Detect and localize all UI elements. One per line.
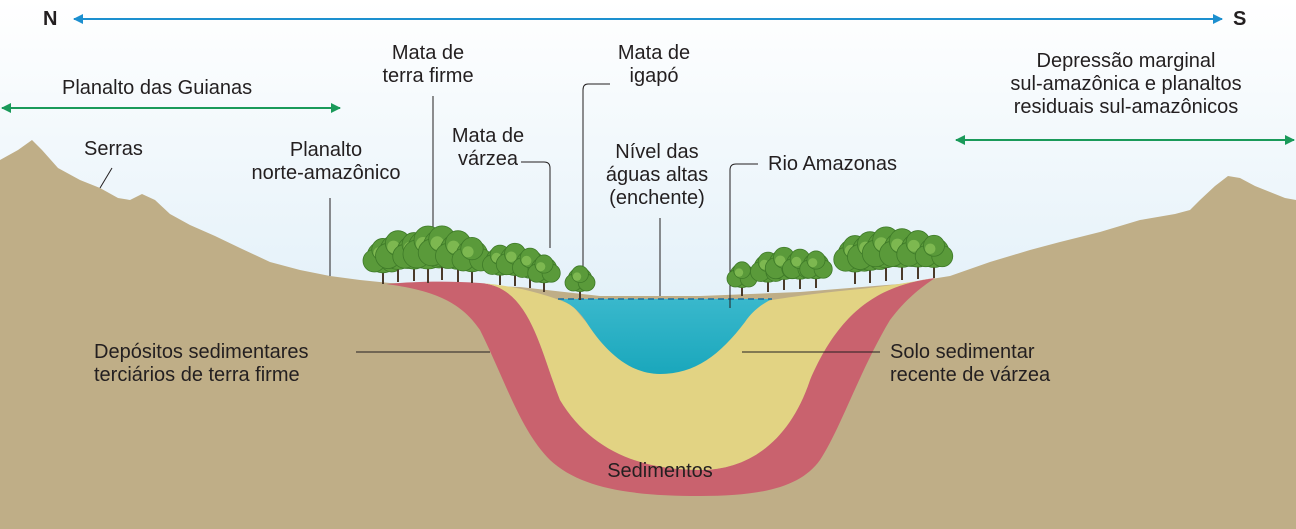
mata-igapo-leader <box>582 83 610 268</box>
mata-varzea-leader <box>521 161 551 248</box>
tertiary-deposits-layer <box>386 278 935 496</box>
mata-terra-firme-label: Mata de terra firme <box>382 42 474 87</box>
depositos-label: Depósitos sedimentares terciários de ter… <box>94 341 309 386</box>
solo-label: Solo sedimentar recente de várzea <box>890 341 1051 386</box>
mata-igapo-label: Mata de igapó <box>617 42 691 87</box>
planalto-norte-label: Planalto norte-amazônico <box>251 139 401 184</box>
serras-leader <box>99 167 113 189</box>
depressao-label: Depressão marginal sul-amazônica e plana… <box>1010 50 1242 118</box>
serras-label: Serras <box>84 138 143 160</box>
planalto-guianas-label: Planalto das Guianas <box>62 77 253 99</box>
nivel-aguas-label: Nível das águas altas (enchente) <box>605 141 709 209</box>
recent-floodplain-soil-layer <box>480 278 935 470</box>
rio-amazonas-label: Rio Amazonas <box>768 153 897 175</box>
amazon-river-water <box>558 299 772 374</box>
rio-amazonas-leader <box>729 163 758 308</box>
south-label: S <box>1233 8 1247 30</box>
forest-trees <box>362 225 954 300</box>
mata-varzea-label: Mata de várzea <box>451 125 525 170</box>
sedimentos-label: Sedimentos <box>607 460 713 482</box>
north-label: N <box>43 8 58 30</box>
